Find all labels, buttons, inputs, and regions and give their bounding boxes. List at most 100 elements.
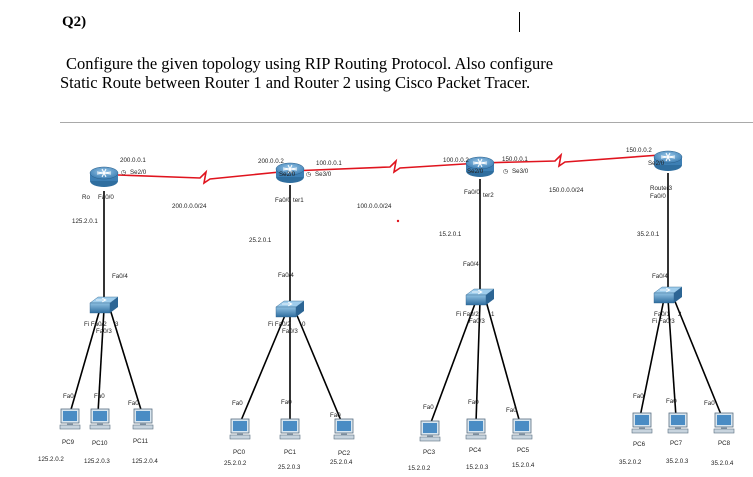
pc3-port: Fa0 — [423, 404, 434, 411]
pc9-ip: 125.2.0.2 — [38, 456, 64, 463]
router1-ip-left: 200.0.0.2 — [258, 158, 284, 165]
pc9-port: Fa0 — [63, 393, 74, 400]
pc2-ip: 25.2.0.4 — [330, 459, 353, 466]
pc5-name: PC5 — [517, 447, 530, 454]
pc2-port: Fa0 — [330, 412, 341, 419]
switch3-icon — [653, 286, 683, 304]
pc8-ip: 35.2.0.4 — [711, 460, 734, 467]
router3-labels: 150.0.0.2 Se2/0 Router3 Fa0/0 35.2.0.1 — [626, 147, 673, 238]
router-switch-links — [103, 173, 669, 303]
router1-serial-left: Se2/0 — [279, 171, 296, 178]
pc9-name: PC9 — [62, 439, 75, 446]
pc11-name: PC11 — [133, 438, 149, 445]
router1-ip-right: 100.0.0.1 — [316, 160, 342, 167]
instruction-text: Configure the given topology using RIP R… — [60, 54, 680, 92]
pc4-port: Fa0 — [468, 399, 479, 406]
router0-ip-top: 200.0.0.1 — [120, 157, 146, 164]
link-label-200: 200.0.0.0/24 — [172, 203, 207, 210]
router2-fa: Fa0/0 — [464, 189, 480, 196]
pc3-name: PC3 — [423, 449, 436, 456]
pc0-icon — [229, 418, 251, 440]
router3-ip-top: 150.0.0.2 — [626, 147, 652, 154]
router0-labels: 200.0.0.1 Se2/0 ◷ Ro Fa0/0 200.0.0.0/24 … — [72, 157, 207, 225]
router0-serial: Se2/0 — [130, 169, 147, 176]
pc3-icon — [419, 420, 441, 442]
pc0-name: PC0 — [233, 449, 246, 456]
switch0-port3: Fa0/3 — [96, 328, 112, 335]
pc10-icon — [89, 408, 111, 430]
switch2-port3: Fa0/3 — [469, 318, 485, 325]
switch3-labels: Fa0/4 Fa0/1 2 Fi Fa0/3 — [652, 273, 682, 325]
pc9-icon — [59, 408, 81, 430]
router1-labels: 200.0.0.2 100.0.0.1 Se2/0 ◷ Se3/0 Fa0/0 … — [249, 158, 392, 244]
router2-serial-left: Se2/0 — [467, 168, 484, 175]
switch2-icon — [465, 288, 495, 306]
switch0-ports: Fi Fa0/2 — [84, 321, 107, 328]
router2-name: ter2 — [483, 192, 494, 199]
router1-fa: Fa0/0 — [275, 197, 291, 204]
router0-name: Ro — [82, 194, 90, 201]
lan0-gateway-ip: 125.2.0.1 — [72, 218, 98, 225]
pc7-port: Fa0 — [666, 398, 677, 405]
separator-line — [60, 122, 753, 123]
router3-name: Router3 — [650, 185, 673, 192]
red-dot-marker — [396, 219, 400, 223]
switch3-port3: Fi Fa0/3 — [652, 318, 675, 325]
pc8-name: PC8 — [718, 440, 731, 447]
router2-ip-left: 100.0.0.2 — [443, 157, 469, 164]
lan3-gateway-ip: 35.2.0.1 — [637, 231, 660, 238]
router2-serial-right: Se3/0 — [512, 168, 529, 175]
switch2-ports: Fi Fa0/2 — [456, 311, 479, 318]
router0-icon — [89, 166, 119, 188]
switch0-ports-b: 3 — [115, 321, 119, 328]
switch1-labels: Fa0/4 Fi Fa0/2 0 Fa0/3 — [268, 272, 306, 335]
switch1-uplink: Fa0/4 — [278, 272, 294, 279]
router1-clock-icon: ◷ — [306, 171, 311, 178]
switch1-ports-b: 0 — [302, 321, 306, 328]
pc1-name: PC1 — [284, 449, 297, 456]
router3-fa: Fa0/0 — [650, 193, 666, 200]
router0-fa: Fa0/0 — [98, 194, 114, 201]
pc1-ip: 25.2.0.3 — [278, 464, 301, 471]
serial-links — [117, 152, 661, 185]
pc-port-labels: Fa0 Fa0 Fa0 Fa0 Fa0 Fa0 Fa0 Fa0 Fa0 Fa0 … — [63, 393, 715, 419]
pc1-port: Fa0 — [281, 399, 292, 406]
lan2-gateway-ip: 15.2.0.1 — [439, 231, 462, 238]
pc2-icon — [333, 418, 355, 440]
pc11-icon — [132, 408, 154, 430]
router3-serial: Se2/0 — [648, 160, 665, 167]
link-label-100: 100.0.0.0/24 — [357, 203, 392, 210]
pc10-port: Fa0 — [94, 393, 105, 400]
switch2-labels: Fa0/4 Fi Fa0/2 1 Fa0/3 — [456, 261, 495, 325]
switch0-uplink: Fa0/4 — [112, 273, 128, 280]
pc3-ip: 15.2.0.2 — [408, 465, 431, 472]
pc-labels: PC9 125.2.0.2 PC10 125.2.0.3 PC11 125.2.… — [38, 438, 734, 472]
network-topology-diagram: 200.0.0.1 Se2/0 ◷ Ro Fa0/0 200.0.0.0/24 … — [38, 147, 735, 472]
pc5-ip: 15.2.0.4 — [512, 462, 535, 469]
switch1-port3: Fa0/3 — [282, 328, 298, 335]
switch3-ports: Fa0/1 — [654, 311, 670, 318]
question-number: Q2) — [62, 14, 87, 30]
pc10-name: PC10 — [92, 440, 108, 447]
instruction-line-2: Static Route between Router 1 and Router… — [60, 73, 531, 92]
pc0-port: Fa0 — [232, 400, 243, 407]
pc0-ip: 25.2.0.2 — [224, 460, 247, 467]
pc5-icon — [511, 418, 533, 440]
pc4-ip: 15.2.0.3 — [466, 464, 489, 471]
link-label-150: 150.0.0.0/24 — [549, 187, 584, 194]
pc1-icon — [279, 418, 301, 440]
switch2-uplink: Fa0/4 — [463, 261, 479, 268]
text-cursor — [519, 12, 520, 32]
router2-ip-right: 150.0.0.1 — [502, 156, 528, 163]
router0-clock-icon: ◷ — [121, 169, 126, 176]
pc8-icon — [713, 412, 735, 434]
router1-serial-right: Se3/0 — [315, 171, 332, 178]
switch3-uplink: Fa0/4 — [652, 273, 668, 280]
pc7-name: PC7 — [670, 440, 683, 447]
pc6-port: Fa0 — [633, 393, 644, 400]
pc8-port: Fa0 — [704, 400, 715, 407]
switch1-icon — [275, 300, 305, 318]
pc4-name: PC4 — [469, 447, 482, 454]
router1-name: ter1 — [293, 197, 304, 204]
pc7-ip: 35.2.0.3 — [666, 458, 689, 465]
